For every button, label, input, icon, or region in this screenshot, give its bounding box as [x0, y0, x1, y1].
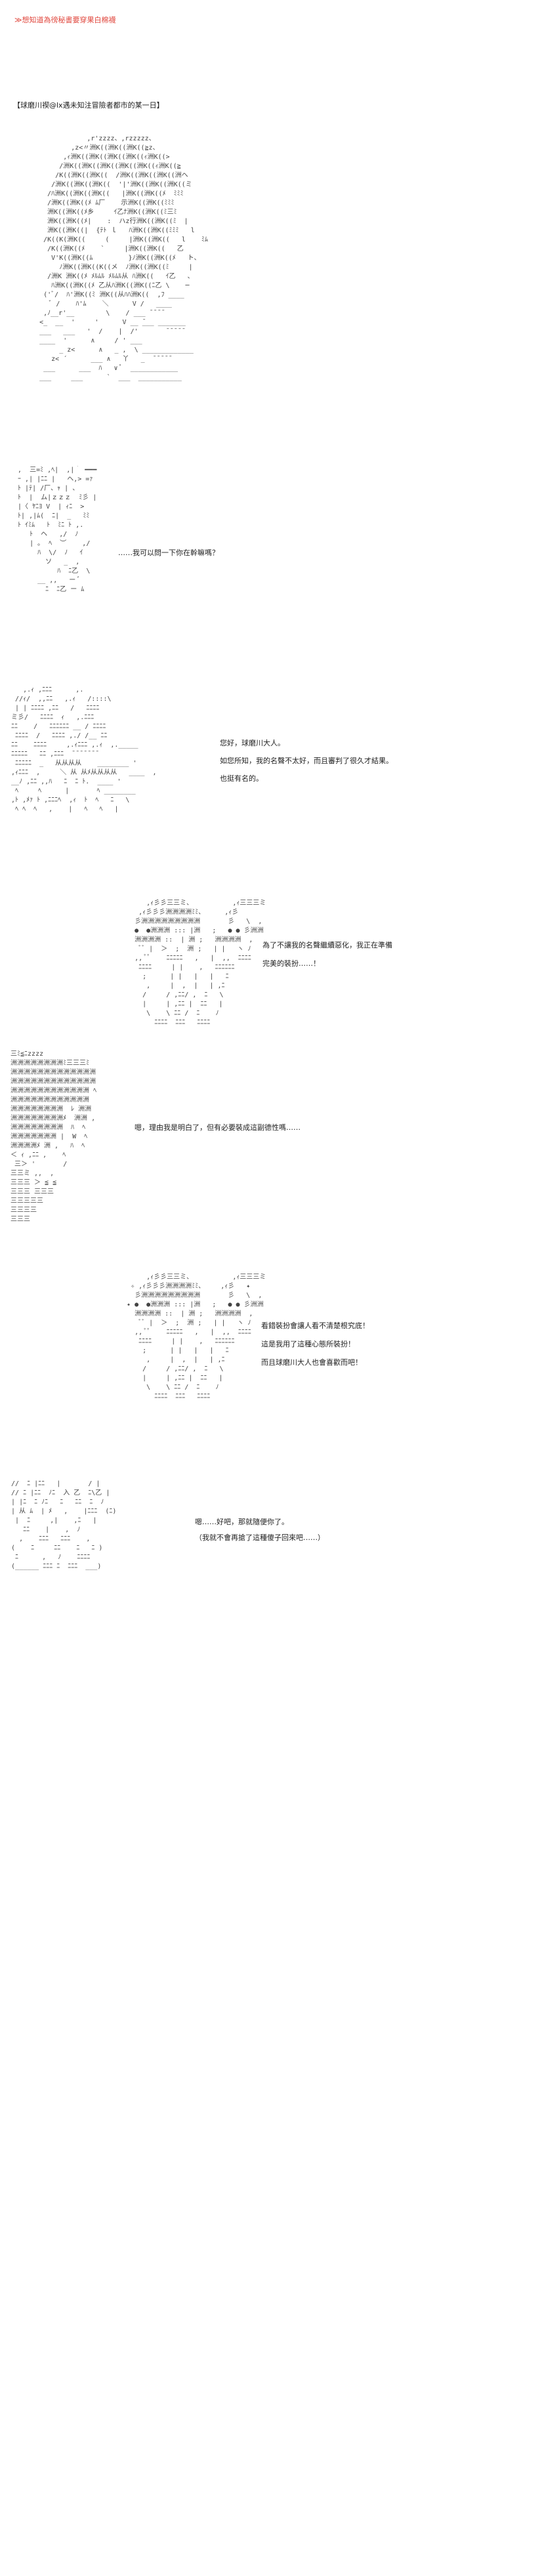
- scene-art-1: , 三=ﾐ ,ﾍ| ,|｀ ━━━ ｰ ,| |ﾆﾆ | ヘ,> =ｧ ﾄ |ﾃ…: [18, 467, 97, 593]
- dialogue-line: （我就不會再搶了這種傻子回來吧……）: [195, 1533, 325, 1542]
- dialogue-line: 如您所知，我的名聲不太好，而且審判了很久才結果。: [220, 757, 393, 765]
- page-title: ≫想知道為徬秘書要穿果白棉襪: [14, 16, 116, 24]
- dialogue-line: 看錯裝扮會讓人看不清楚根究底！: [261, 1321, 369, 1330]
- dialogue-line: 嗯……好吧，那就隨便你了。: [195, 1518, 289, 1526]
- dialogue-line: ……我可以問一下你在幹嘛嗎？: [118, 549, 219, 557]
- scene-art-4: 三ﾐ≦ﾆzzzz 洲洲洲洲洲洲洲洲ﾐ三三三ﾐ 洲洲洲洲洲洲洲洲洲洲洲洲洲 洲洲洲…: [10, 1050, 97, 1223]
- scene-art-6: // ﾆ |ﾆﾆ | / | // ﾆ |ﾆﾆ ﾉﾆ 入 乙 ﾆ\乙 | | |…: [11, 1480, 117, 1570]
- scene-art-2: ,.ｨ ,ﾆﾆﾆ ,. //ｨ/ ,,ﾆﾆ ,.ｨ /::::\ | | ﾆﾆﾆ…: [11, 686, 157, 813]
- dialogue-line: 而且球磨川大人也會喜歡而吧！: [261, 1358, 362, 1367]
- dialogue-line: 為了不讓我的名聲繼續惡化，我正在準備: [262, 941, 392, 949]
- dialogue-line: 也挺有名的。: [220, 774, 263, 783]
- dialogue-line: 嗯，理由我是明白了，但有必要裝成這副德性嗎……: [135, 1123, 301, 1132]
- dialogue-line: 完美的裝扮……！: [262, 959, 320, 968]
- scene-art-0: ,r'zzzz、,rzzzzz、 ,z<〃洲K((洲K((洲K((≧z、 ,ｨ洲…: [39, 135, 208, 381]
- chapter-heading: 【球磨川禊@lx遇未知注冒險者都市的某一日】: [13, 101, 164, 110]
- scene-art-3: ,ｨ彡彡三三ミ、 ,ｨ三三三ミ ,ｨ彡彡彡洲洲洲洲ﾐﾐ、 ,ｨ彡 彡洲洲洲洲洲洲…: [135, 900, 266, 1026]
- scene-art-5: ,ｨ彡彡三三ミ、 ,ｨ三三三ミ ✧ ,ｨ彡彡彡洲洲洲洲ﾐﾐ、 ,ｨ彡 ✦ 彡洲洲…: [127, 1274, 266, 1400]
- dialogue-line: 這是我用了這種心態所裝扮！: [261, 1340, 355, 1348]
- dialogue-line: 您好，球磨川大人。: [220, 739, 285, 747]
